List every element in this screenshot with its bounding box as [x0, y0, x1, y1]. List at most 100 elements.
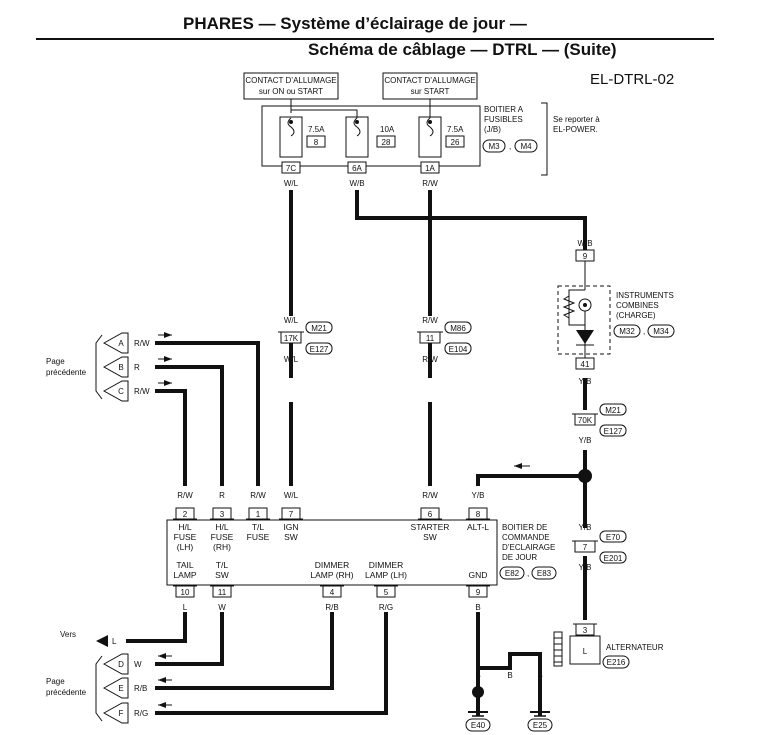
svg-text:A: A — [118, 339, 124, 348]
svg-text:R/B: R/B — [325, 603, 338, 612]
svg-text:E70: E70 — [606, 533, 621, 542]
svg-text:T/L: T/L — [216, 560, 229, 570]
joint-connector-rw: R/W 11 R/W M86 E104 — [417, 316, 472, 364]
svg-text:10: 10 — [181, 588, 190, 597]
fuse-terminals: 7C 6A 1A W/L W/B R/W — [281, 161, 440, 188]
svg-text:3: 3 — [220, 510, 225, 519]
svg-text:précédente: précédente — [46, 688, 87, 697]
joint-connector-yb2: Y/B 7 Y/B E70 E201 — [572, 523, 627, 572]
svg-text:4: 4 — [330, 588, 335, 597]
svg-text:D: D — [118, 660, 124, 669]
page-ref-top: Page précédente A R/W B R C R/W — [46, 332, 150, 402]
svg-text:Y/B: Y/B — [579, 523, 592, 532]
svg-text:R/W: R/W — [250, 491, 266, 500]
svg-text:LAMP: LAMP — [173, 570, 196, 580]
svg-text:E25: E25 — [533, 721, 548, 730]
svg-text:précédente: précédente — [46, 368, 87, 377]
ignition-on-start-box: CONTACT D’ALLUMAGE sur ON ou START — [243, 72, 339, 100]
svg-text:T/L: T/L — [252, 522, 265, 532]
svg-text:BOITIER A: BOITIER A — [484, 105, 524, 114]
svg-text:B: B — [537, 671, 542, 680]
svg-text:R/B: R/B — [134, 684, 147, 693]
svg-text:Page: Page — [46, 677, 65, 686]
svg-text:R: R — [134, 363, 140, 372]
svg-text:7.5A: 7.5A — [447, 125, 464, 134]
svg-text:FUSE: FUSE — [247, 532, 270, 542]
svg-text:Vers: Vers — [60, 630, 76, 639]
connector-d: D W — [102, 653, 142, 675]
svg-text:STARTER: STARTER — [411, 522, 450, 532]
svg-text:R/W: R/W — [422, 179, 438, 188]
page-ref-bottom: Page précédente D W E R/B F R/G — [46, 653, 148, 724]
svg-text:E201: E201 — [604, 554, 623, 563]
svg-text:R/W: R/W — [134, 339, 150, 348]
svg-text:,: , — [509, 142, 511, 151]
svg-text:BOITIER DE: BOITIER DE — [502, 523, 547, 532]
svg-text:B: B — [475, 671, 480, 680]
svg-text:Y/B: Y/B — [579, 563, 592, 572]
svg-text:Y/B: Y/B — [579, 377, 592, 386]
flow-arrows — [158, 332, 530, 708]
svg-text:R/G: R/G — [134, 709, 148, 718]
svg-text:E40: E40 — [471, 721, 486, 730]
svg-text:CONTACT D’ALLUMAGE: CONTACT D’ALLUMAGE — [384, 76, 475, 85]
svg-text:,: , — [643, 327, 645, 336]
svg-text:CONTACT D’ALLUMAGE: CONTACT D’ALLUMAGE — [245, 76, 336, 85]
svg-text:W/B: W/B — [349, 179, 364, 188]
ground-splice-point — [472, 686, 484, 698]
svg-text:W/L: W/L — [284, 355, 299, 364]
svg-text:28: 28 — [382, 138, 391, 147]
svg-text:6A: 6A — [352, 164, 362, 173]
svg-text:LAMP (RH): LAMP (RH) — [310, 570, 353, 580]
svg-text:11: 11 — [426, 334, 435, 343]
ignition-start-box: CONTACT D’ALLUMAGE sur START — [382, 72, 478, 100]
svg-text:W/B: W/B — [577, 239, 592, 248]
svg-text:26: 26 — [451, 138, 460, 147]
svg-text:E83: E83 — [537, 569, 552, 578]
svg-text:TAIL: TAIL — [176, 560, 194, 570]
svg-text:10A: 10A — [380, 125, 395, 134]
svg-text:GND: GND — [469, 570, 488, 580]
svg-text:6: 6 — [428, 510, 433, 519]
svg-text:C: C — [118, 387, 124, 396]
svg-text:L: L — [583, 647, 588, 656]
svg-text:R/W: R/W — [177, 491, 193, 500]
svg-text:E104: E104 — [449, 345, 468, 354]
svg-text:11: 11 — [218, 588, 227, 597]
svg-text:L: L — [112, 637, 117, 646]
svg-text:7C: 7C — [286, 164, 296, 173]
svg-text:1A: 1A — [425, 164, 435, 173]
svg-text:8: 8 — [314, 138, 319, 147]
svg-text:IGN: IGN — [283, 522, 298, 532]
svg-text:M21: M21 — [311, 324, 327, 333]
svg-text:M34: M34 — [653, 327, 669, 336]
diagram-subtitle: Schéma de câblage — DTRL — (Suite) — [308, 40, 617, 59]
svg-text:FUSE: FUSE — [174, 532, 197, 542]
fuse-block-label: BOITIER A FUSIBLES (J/B) M3 , M4 Se repo… — [482, 102, 600, 176]
svg-text:H/L: H/L — [178, 522, 192, 532]
svg-text:DIMMER: DIMMER — [315, 560, 349, 570]
cu-top-pins: R/W 2 R 3 R/W 1 W/L 7 R/W 6 Y/B 8 — [173, 491, 490, 520]
svg-text:17K: 17K — [284, 334, 299, 343]
svg-text:R/W: R/W — [422, 491, 438, 500]
svg-text:41: 41 — [581, 360, 590, 369]
diagram-code: EL-DTRL-02 — [590, 71, 674, 88]
svg-text:8: 8 — [476, 510, 481, 519]
svg-text:1: 1 — [256, 510, 261, 519]
svg-text:W: W — [134, 660, 142, 669]
svg-text:(J/B): (J/B) — [484, 125, 501, 134]
svg-text:SW: SW — [284, 532, 298, 542]
connector-f: F R/G — [102, 702, 148, 724]
svg-text:Y/B: Y/B — [472, 491, 485, 500]
svg-text:B: B — [507, 671, 512, 680]
svg-text:70K: 70K — [578, 416, 593, 425]
svg-text:R/W: R/W — [422, 355, 438, 364]
svg-text:sur ON ou START: sur ON ou START — [259, 87, 323, 96]
svg-text:B: B — [118, 363, 123, 372]
ground-points: B B B E40 E25 — [465, 671, 553, 732]
diagram-title: PHARES — Système d’éclairage de jour — — [183, 14, 527, 33]
svg-text:E: E — [118, 684, 123, 693]
connector-e: E R/B — [102, 677, 147, 699]
svg-text:H/L: H/L — [215, 522, 229, 532]
joint-connector-wl: W/L 17K W/L M21 E127 — [278, 316, 333, 364]
